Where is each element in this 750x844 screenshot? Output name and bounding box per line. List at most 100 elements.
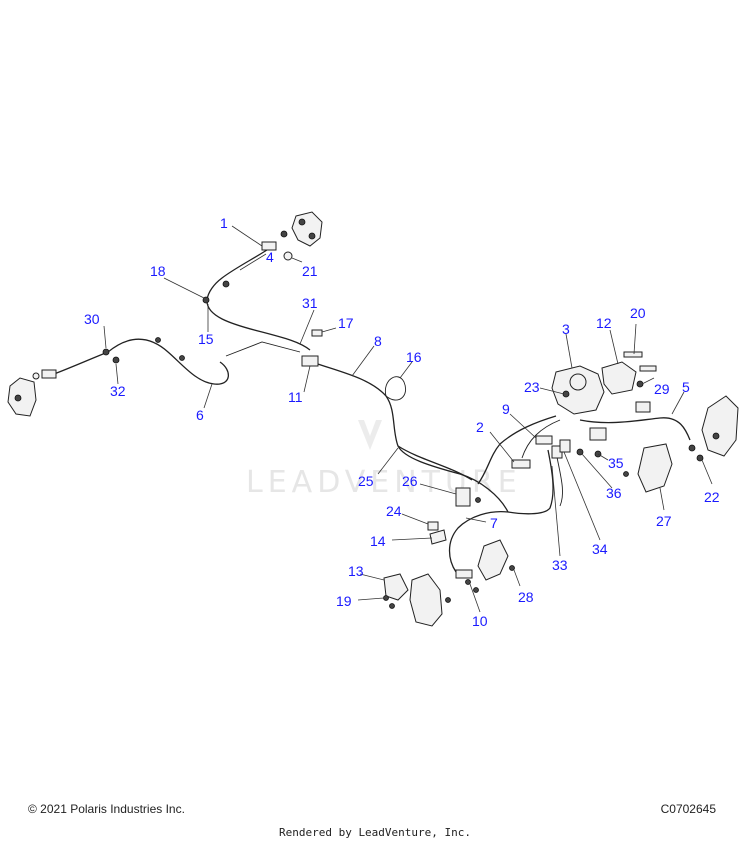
parts	[7, 211, 739, 627]
callout-4: 4	[266, 249, 274, 265]
bolt	[639, 365, 657, 372]
screw-32	[112, 356, 120, 364]
bracket-27	[637, 443, 673, 493]
junction-34	[559, 439, 571, 453]
bolt	[389, 603, 395, 609]
bracket-12	[601, 361, 637, 395]
washer	[473, 587, 479, 593]
bolt-20	[623, 351, 643, 358]
reservoir-cap	[569, 373, 587, 391]
leader-lines	[103, 225, 713, 613]
brake-line-5	[579, 417, 691, 441]
rendered-by-text: Rendered by LeadVenture, Inc.	[278, 826, 472, 839]
banjo-fitting-left	[41, 369, 57, 379]
washer-21	[283, 251, 293, 261]
clamp-14	[429, 529, 447, 545]
callout-35: 35	[608, 455, 624, 471]
copyright-text: © 2021 Polaris Industries Inc.	[28, 802, 185, 816]
bleeder-icon	[280, 230, 288, 238]
fitting-2	[511, 459, 531, 469]
callout-33: 33	[552, 557, 568, 573]
brake-line-33	[507, 449, 554, 515]
clip-18	[202, 296, 210, 304]
callout-17: 17	[338, 315, 354, 331]
callout-1: 1	[220, 215, 228, 231]
callout-labels: 1 2 3 4 5 6 7 8 9 10 11 12 13 14 15 16 1…	[84, 215, 720, 629]
screw	[475, 497, 481, 503]
leadventure-watermark: LEADVENTURE	[246, 420, 522, 500]
front-right-caliper	[291, 211, 323, 247]
clip	[155, 337, 161, 343]
callout-27: 27	[656, 513, 672, 529]
caliper-bolt-icon	[712, 432, 720, 440]
washer	[688, 444, 696, 452]
bracket-28	[477, 539, 509, 581]
callout-8: 8	[374, 333, 382, 349]
caliper-bolt-icon	[308, 232, 316, 240]
callout-9: 9	[502, 401, 510, 417]
bolt	[509, 565, 515, 571]
brake-lines	[53, 247, 691, 573]
callout-10: 10	[472, 613, 488, 629]
callout-32: 32	[110, 383, 126, 399]
front-left-caliper	[7, 377, 37, 417]
callout-20: 20	[630, 305, 646, 321]
callout-24: 24	[386, 503, 402, 519]
brake-line-34	[555, 451, 563, 507]
front-left-hose	[53, 351, 109, 375]
callout-34: 34	[592, 541, 608, 557]
callout-12: 12	[596, 315, 612, 331]
callout-21: 21	[302, 263, 318, 279]
watermark-text: LEADVENTURE	[246, 465, 522, 500]
nut-36	[576, 448, 584, 456]
bracket-26	[455, 487, 471, 507]
clip-30	[102, 348, 110, 356]
caliper-bolt-icon	[298, 218, 306, 226]
brake-line-25	[397, 445, 473, 481]
clip-bracket	[635, 401, 651, 413]
brake-line-7	[448, 510, 509, 573]
callout-26: 26	[402, 473, 418, 489]
fastener-17	[311, 329, 323, 337]
callout-16: 16	[406, 349, 422, 365]
callout-19: 19	[336, 593, 352, 609]
callout-22: 22	[704, 489, 720, 505]
junction-block-11	[301, 355, 319, 367]
callout-7: 7	[490, 515, 498, 531]
washer	[465, 579, 471, 585]
brake-line-6	[107, 338, 229, 385]
hose-loop-16	[384, 376, 406, 401]
callout-28: 28	[518, 589, 534, 605]
bolt-19	[383, 595, 389, 601]
bracket-31	[225, 341, 301, 357]
clip	[179, 355, 185, 361]
callout-3: 3	[562, 321, 570, 337]
bolt-22	[696, 454, 704, 462]
brake-line-31	[206, 299, 311, 351]
bracket-13	[383, 573, 409, 601]
clip-24	[427, 521, 439, 531]
callout-18: 18	[150, 263, 166, 279]
callout-13: 13	[348, 563, 364, 579]
fitting-9	[535, 435, 553, 445]
rear-right-caliper	[701, 395, 739, 457]
callout-5: 5	[682, 379, 690, 395]
callout-15: 15	[198, 331, 214, 347]
callout-23: 23	[524, 379, 540, 395]
brake-line-9	[521, 419, 561, 459]
rear-left-caliper	[409, 573, 443, 627]
fitting-10	[455, 569, 473, 579]
washer	[32, 372, 40, 380]
bracket	[589, 427, 607, 441]
nut-29	[636, 380, 644, 388]
callout-30: 30	[84, 311, 100, 327]
callout-2: 2	[476, 419, 484, 435]
bolt	[445, 597, 451, 603]
callout-6: 6	[196, 407, 204, 423]
bolt	[623, 471, 629, 477]
callout-25: 25	[358, 473, 374, 489]
callout-31: 31	[302, 295, 318, 311]
clip	[222, 280, 230, 288]
callout-14: 14	[370, 533, 386, 549]
